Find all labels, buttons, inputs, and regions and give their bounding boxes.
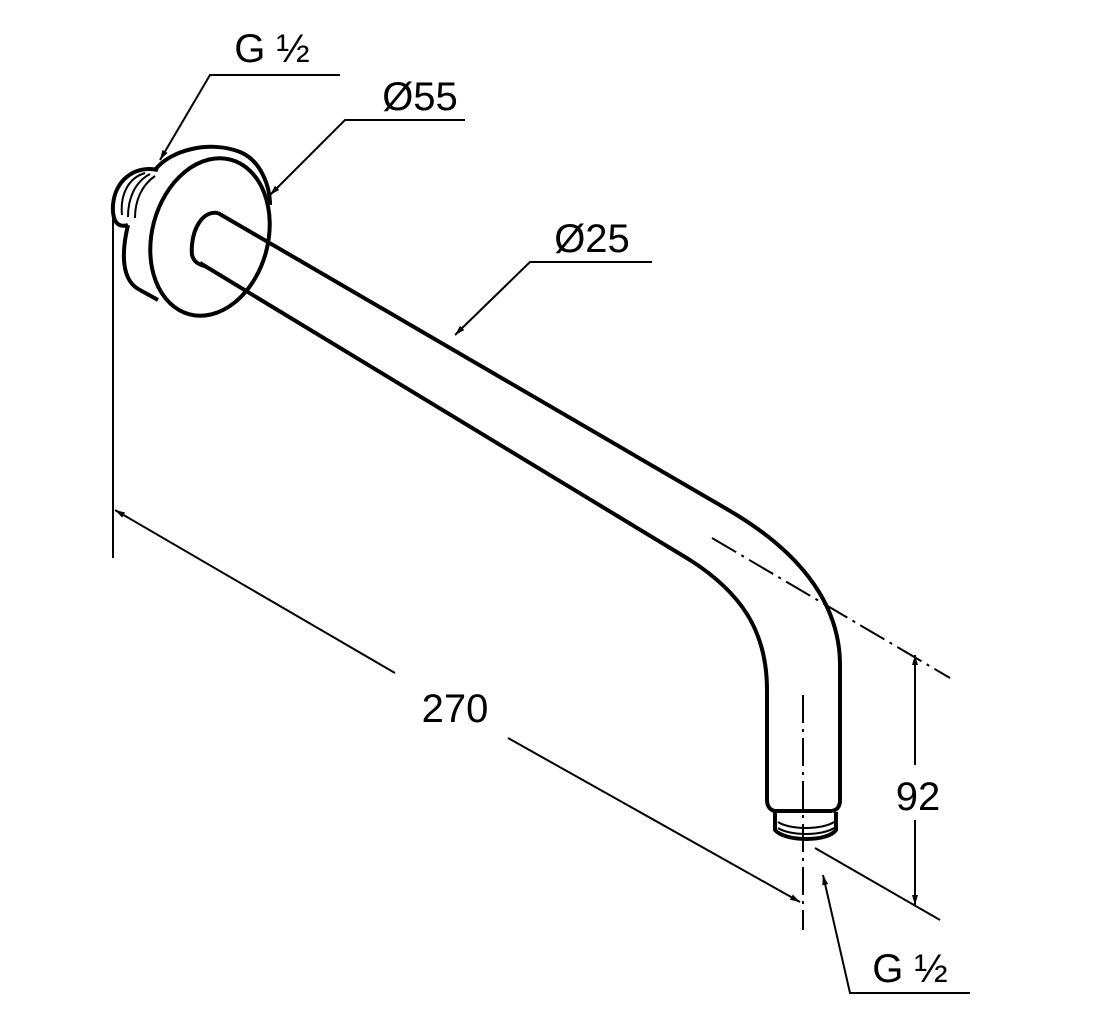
height-label: 92 xyxy=(896,775,941,819)
length-label: 270 xyxy=(422,687,489,731)
height-dimension: 92 xyxy=(814,655,941,921)
thread-top-callout: G ½ xyxy=(159,27,340,161)
length-dimension: 270 xyxy=(112,205,801,903)
wall-flange xyxy=(121,144,272,318)
pipe-diameter-callout: Ø25 xyxy=(454,217,652,336)
pipe-diameter-label: Ø25 xyxy=(554,217,630,261)
thread-bottom-label: G ½ xyxy=(872,947,948,991)
wall-thread xyxy=(110,167,159,228)
thread-bottom-callout: G ½ xyxy=(822,874,970,994)
thread-top-label: G ½ xyxy=(234,27,310,71)
flange-diameter-callout: Ø55 xyxy=(269,75,465,196)
flange-diameter-label: Ø55 xyxy=(382,75,458,119)
outlet-thread xyxy=(773,812,838,841)
centerlines xyxy=(711,537,951,930)
shower-arm xyxy=(110,144,842,841)
arm-pipe xyxy=(189,210,842,813)
